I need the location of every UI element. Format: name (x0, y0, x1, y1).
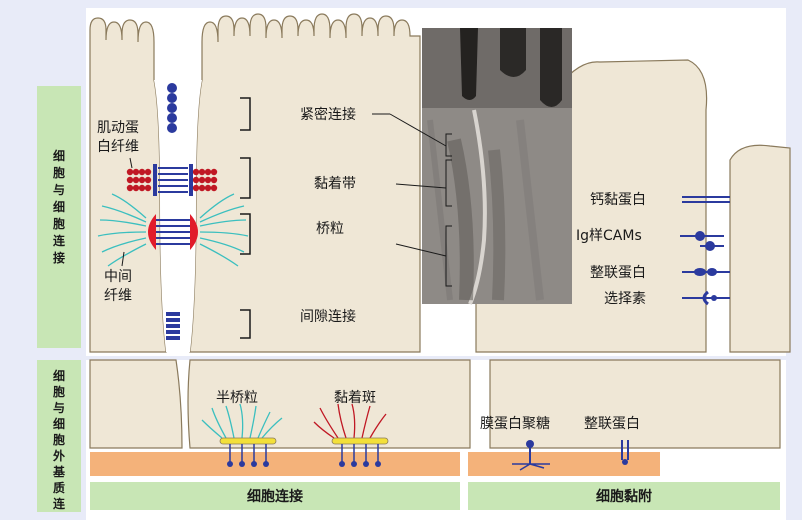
junction-brackets (240, 97, 251, 339)
cell-junction-bar (90, 482, 460, 510)
intermediate-leader (121, 251, 125, 267)
actin-label-line1: 肌动蛋 (97, 120, 139, 136)
actin-label-line2: 白纤维 (97, 139, 139, 155)
cell-cell-side-panel (37, 86, 81, 348)
side-char-4: 细 (53, 199, 65, 214)
intercellular-space (154, 80, 202, 352)
bottom-left-cell-b (187, 359, 471, 449)
integrin-right-label: 整联蛋白 (590, 265, 646, 281)
cell-matrix-side-label: 细 胞 与 细 胞 外 基 质 连 (52, 368, 66, 511)
cell-matrix-side-panel (37, 360, 81, 512)
side-char-1: 细 (53, 148, 65, 163)
focal-adhesion-label: 黏着斑 (334, 390, 376, 406)
micrograph-leaders (372, 113, 452, 287)
side-char-7: 接 (53, 250, 65, 265)
cell-junction-bar-label: 细胞连接 (247, 488, 303, 505)
cadherin-label: 钙黏蛋白 (590, 192, 646, 208)
desmosome (97, 193, 249, 267)
side2-char-6: 外 (53, 448, 65, 463)
matrix-left (90, 452, 460, 476)
integrin-right-icon (682, 268, 730, 276)
electron-micrograph (422, 28, 572, 305)
focal-adhesion (313, 403, 389, 467)
matrix-right (468, 452, 660, 476)
side-char-2: 胞 (53, 165, 65, 180)
integrin-bottom-label: 整联蛋白 (584, 416, 640, 432)
adherens-belt-label: 黏着带 (314, 176, 356, 192)
side2-char-2: 胞 (53, 384, 65, 399)
hemidesmosome-label: 半桥粒 (216, 390, 258, 406)
igcam-icon (680, 231, 724, 251)
desmosome-label: 桥粒 (316, 221, 344, 237)
intermediate-label-line1: 中间 (104, 269, 132, 285)
side2-char-7: 基 (52, 464, 66, 479)
side-char-5: 胞 (53, 216, 65, 231)
side-char-3: 与 (53, 183, 65, 197)
side2-char-9: 连 (53, 496, 66, 511)
gap-junction-label: 间隙连接 (300, 308, 356, 325)
side2-char-3: 与 (53, 401, 65, 415)
tight-junction-beads (167, 83, 177, 133)
side2-char-1: 细 (53, 368, 65, 383)
proteoglycan (512, 440, 550, 471)
selectin-label: 选择素 (604, 291, 646, 307)
bottom-left-cell-a (89, 359, 183, 449)
side2-char-5: 胞 (53, 432, 65, 447)
side2-char-4: 细 (53, 416, 65, 431)
cell-adhesion-bar (468, 482, 780, 510)
gap-junction (166, 312, 180, 340)
side-char-6: 连 (53, 233, 66, 248)
cadherin-icon (682, 196, 730, 203)
middle-cell (189, 13, 421, 353)
side2-char-8: 质 (53, 480, 65, 495)
actin-leader (129, 157, 133, 169)
adherens-junction (126, 164, 218, 196)
igcam-label: Ig样CAMs (576, 228, 642, 244)
bottom-right-cell (489, 359, 781, 449)
cell-cell-side-label: 细 胞 与 细 胞 连 接 (53, 148, 66, 265)
selectin-icon (682, 290, 730, 306)
right-cell-b (729, 144, 791, 353)
cell-adhesion-bar-label: 细胞黏附 (596, 488, 652, 505)
integrin-bottom (621, 440, 629, 465)
intermediate-label-line2: 纤维 (104, 288, 132, 304)
proteoglycan-label: 膜蛋白聚糖 (480, 416, 550, 432)
tight-junction-label: 紧密连接 (300, 106, 356, 123)
hemidesmosome (201, 403, 283, 467)
